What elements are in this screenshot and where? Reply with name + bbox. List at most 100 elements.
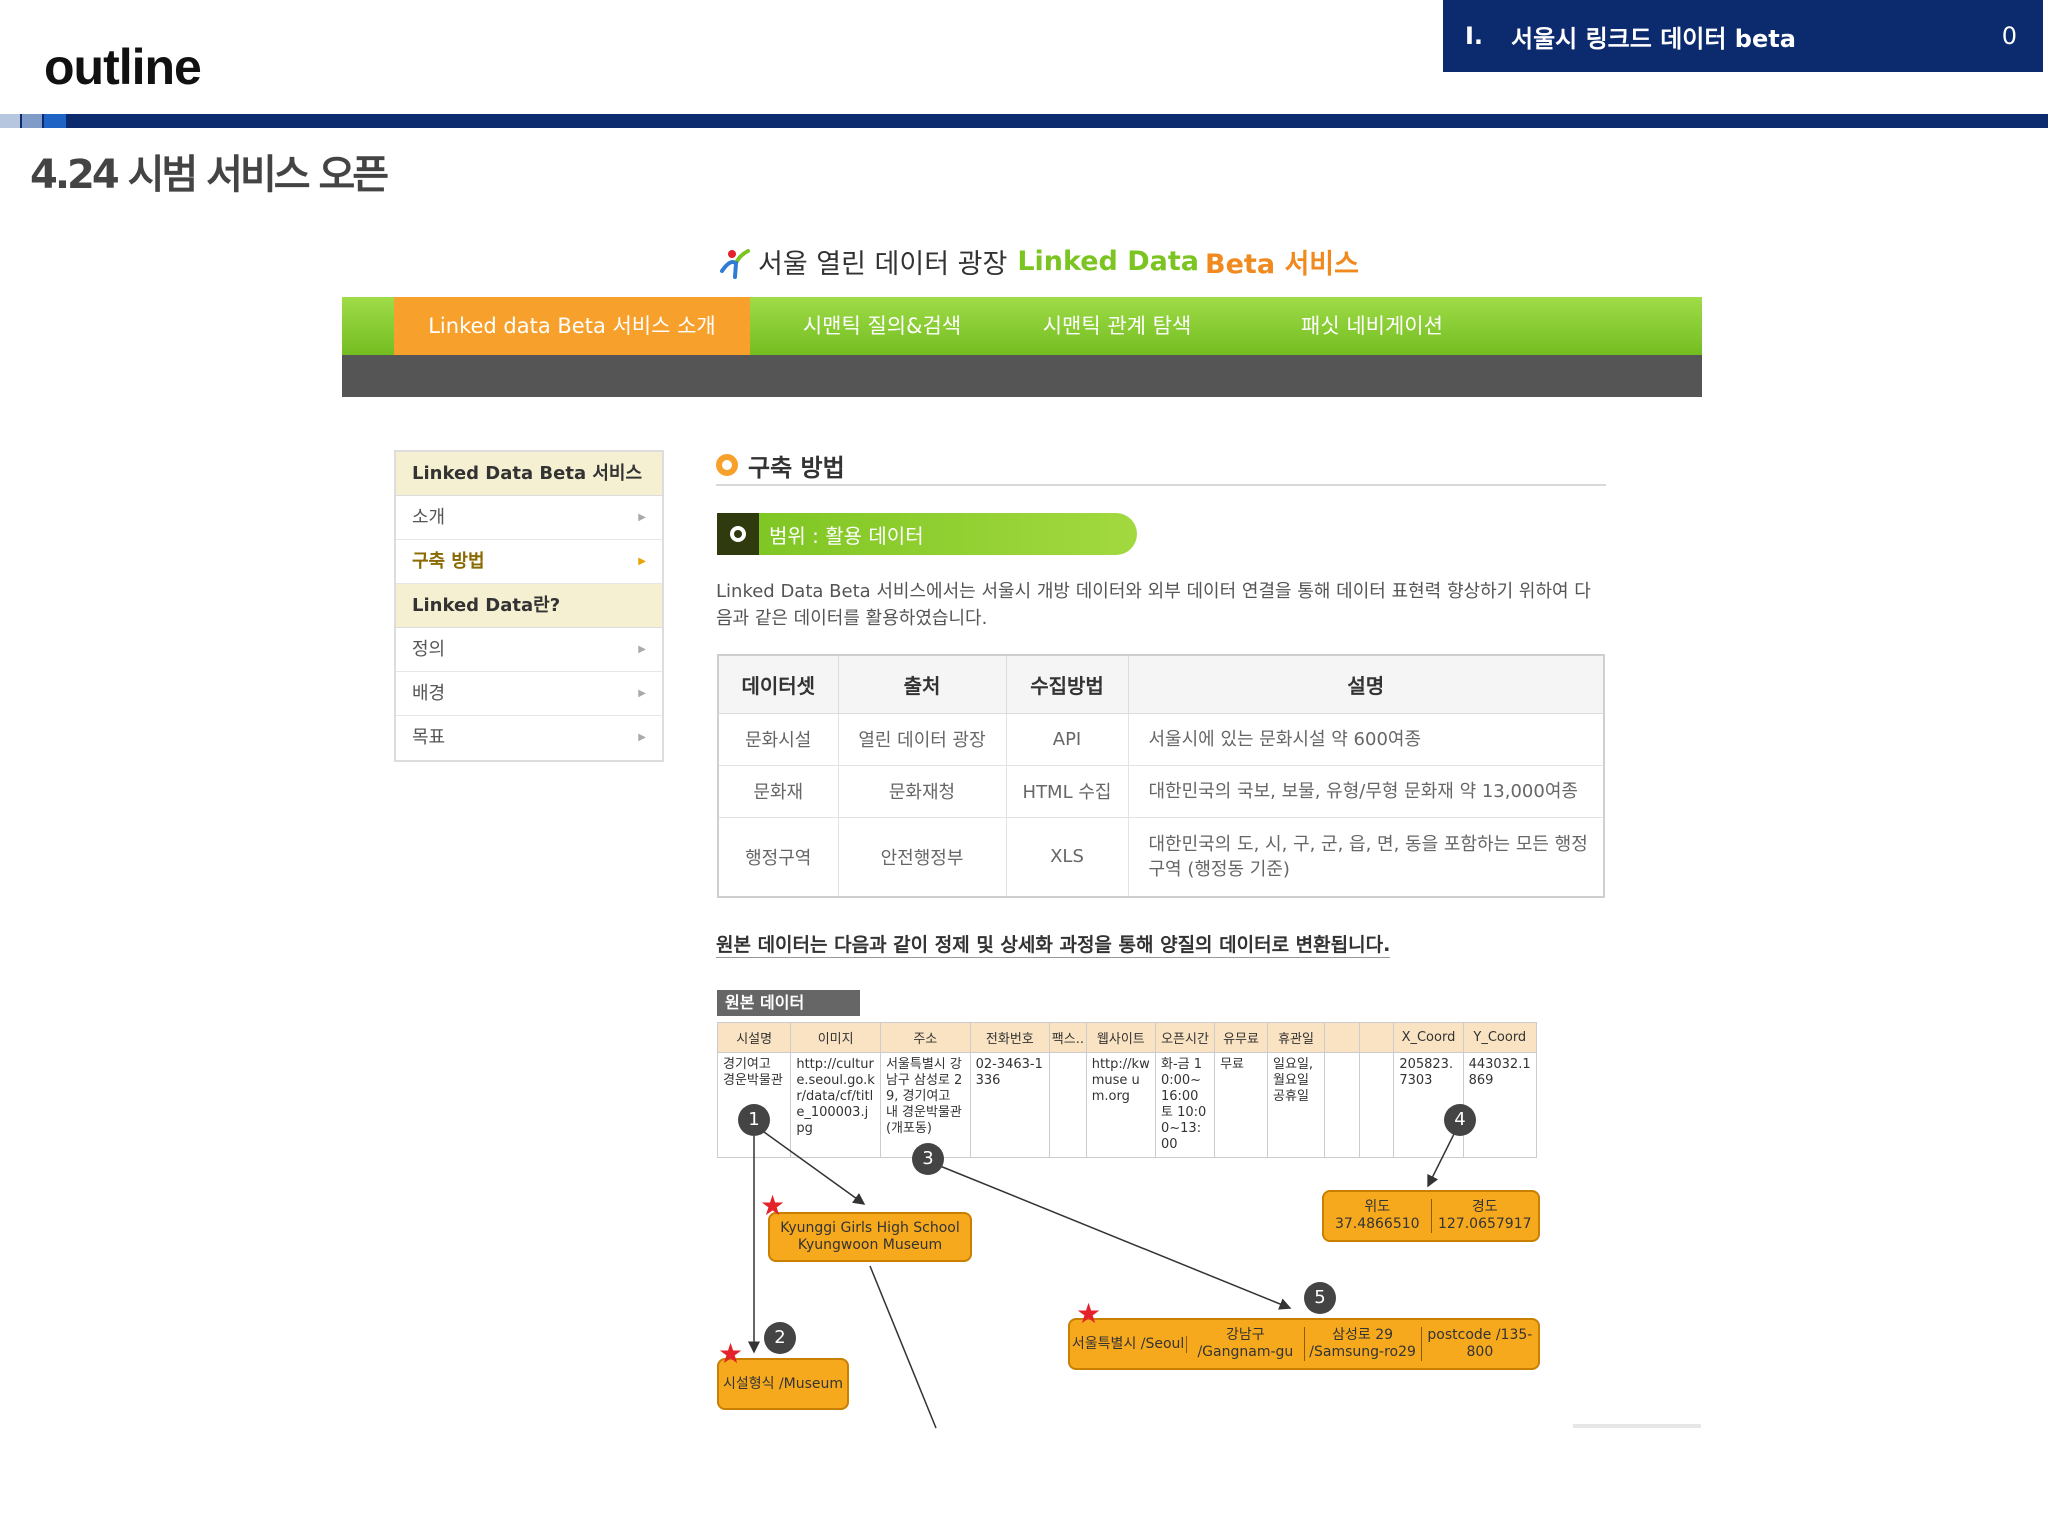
star-icon: ★ (1076, 1297, 1102, 1330)
scroll-indicator (1573, 1424, 1701, 1428)
sidebar: Linked Data Beta 서비스 소개 ▶ 구축 방법 ▶ Linked D… (394, 450, 664, 762)
column-header: 수집방법 (1005, 654, 1129, 714)
column-header: 데이터셋 (717, 654, 839, 714)
table-header-row: 시설명 이미지 주소 전화번호 팩스.. 웹사이트 오픈시간 유무료 휴관일 X… (716, 1022, 1538, 1053)
table-cell: API (1005, 712, 1129, 766)
chapter-number: I. (1465, 22, 1484, 50)
table-cell: 문화재 (717, 764, 839, 818)
slide-title: outline (44, 39, 202, 95)
table-cell: 443032.1869 (1462, 1052, 1538, 1158)
page-number: 0 (2001, 22, 2017, 50)
sidebar-item-build-method[interactable]: 구축 방법 ▶ (396, 540, 662, 584)
column-header: 오픈시간 (1154, 1022, 1216, 1053)
nav-tab-intro[interactable]: Linked data Beta 서비스 소개 (394, 297, 750, 355)
lng-label: 경도 (1471, 1199, 1498, 1215)
sub-nav-bar (342, 355, 1702, 397)
nav-tab-facet-navigation[interactable]: 패싯 네비게이션 (1301, 314, 1443, 338)
sidebar-item-label: 소개 (412, 507, 446, 528)
address-part: 강남구 /Gangnam-gu (1187, 1327, 1305, 1361)
main-nav: Linked data Beta 서비스 소개 시맨틱 질의&검색 시맨틱 관계… (342, 297, 1702, 355)
chevron-right-icon: ▶ (638, 688, 646, 699)
intro-paragraph: Linked Data Beta 서비스에서는 서울시 개방 데이터와 외부 데… (716, 581, 1591, 629)
table-row: 문화시설 열린 데이터 광장 API 서울시에 있는 문화시설 약 600여종 (717, 712, 1605, 766)
table-cell: 문화재청 (837, 764, 1007, 818)
column-header: 시설명 (716, 1022, 792, 1053)
address-part: postcode /135-800 (1427, 1327, 1533, 1360)
chevron-right-icon: ▶ (638, 556, 646, 567)
connector-3-address (939, 1165, 1292, 1310)
circle-bullet-icon (717, 513, 759, 555)
table-cell (1049, 1052, 1087, 1158)
column-header: X_Coord (1393, 1022, 1464, 1053)
content-heading-text: 구축 방법 (748, 453, 845, 482)
sidebar-item-definition[interactable]: 정의▶ (396, 628, 662, 672)
table-cell: 안전행정부 (837, 816, 1007, 898)
site-title-green: Linked Data (1017, 246, 1200, 277)
table-cell: 일요일, 월요일공휴일 (1267, 1052, 1326, 1158)
table-row: 행정구역 안전행정부 XLS 대한민국의 도, 시, 구, 군, 읍, 면, 동… (717, 816, 1605, 898)
table-cell: 무료 (1214, 1052, 1269, 1158)
column-header (1324, 1022, 1360, 1053)
scope-banner-text: 범위 : 활용 데이터 (769, 523, 924, 548)
table-cell: 대한민국의 도, 시, 구, 군, 읍, 면, 동을 포함하는 모든 행정구역 … (1127, 816, 1605, 898)
table-cell (1324, 1052, 1360, 1158)
raw-data-table: 시설명 이미지 주소 전화번호 팩스.. 웹사이트 오픈시간 유무료 휴관일 X… (716, 1022, 1538, 1158)
table-cell: 서울특별시 강남구 삼성로 29, 경기여고 내 경운박물관 (개포동) (879, 1052, 971, 1158)
table-cell: 행정구역 (717, 816, 839, 898)
sidebar-item-intro[interactable]: 소개 ▶ (396, 496, 662, 540)
bar-accent-1 (0, 114, 20, 128)
conversion-note: 원본 데이터는 다음과 같이 정제 및 상세화 과정을 통해 양질의 데이터로 … (716, 930, 1391, 958)
column-header: 설명 (1127, 654, 1605, 714)
sidebar-item-background[interactable]: 배경▶ (396, 672, 662, 716)
step-badge-3: 3 (912, 1143, 944, 1175)
site-title: 서울 열린 데이터 광장 Linked Data Beta 서비스 (718, 242, 1359, 281)
type-node: 시설형식 /Museum (717, 1358, 849, 1410)
seoul-logo-icon (720, 248, 750, 279)
sidebar-group-linked-data-beta[interactable]: Linked Data Beta 서비스 (396, 452, 662, 496)
column-header: 주소 (879, 1022, 971, 1053)
content-heading: 구축 방법 (716, 446, 1606, 486)
sidebar-item-label: 구축 방법 (412, 551, 485, 572)
table-row: 문화재 문화재청 HTML 수집 대한민국의 국보, 보물, 유형/무형 문화재… (717, 764, 1605, 818)
section-title: 4.24 시범 서비스 오픈 (30, 152, 389, 198)
site-title-prefix: 서울 열린 데이터 광장 (758, 249, 1008, 280)
table-cell: XLS (1005, 816, 1129, 898)
sidebar-item-goal[interactable]: 목표 ▶ (396, 716, 662, 760)
chevron-right-icon: ▶ (638, 512, 646, 523)
table-cell: http://culture.seoul.go.kr/data/cf/title… (790, 1052, 881, 1158)
address-part: 삼성로 29 /Samsung-ro29 (1305, 1327, 1422, 1361)
raw-data-label: 원본 데이터 (717, 990, 860, 1016)
chevron-right-icon: ▶ (638, 732, 646, 743)
column-header: 출처 (837, 654, 1007, 714)
address-part: 서울특별시 /Seoul (1070, 1335, 1188, 1353)
nav-tab-semantic-relation[interactable]: 시맨틱 관계 탐색 (1042, 314, 1192, 338)
nav-tab-semantic-search[interactable]: 시맨틱 질의&검색 (802, 314, 962, 338)
table-cell: HTML 수집 (1005, 764, 1129, 818)
sidebar-group-what-is-linked-data[interactable]: Linked Data란? (396, 584, 662, 628)
scope-banner: 범위 : 활용 데이터 (717, 513, 1137, 555)
dataset-table: 데이터셋 출처 수집방법 설명 문화시설 열린 데이터 광장 API 서울시에 … (717, 654, 1605, 898)
address-node: 서울특별시 /Seoul 강남구 /Gangnam-gu 삼성로 29 /Sam… (1068, 1318, 1540, 1370)
table-header-row: 데이터셋 출처 수집방법 설명 (717, 654, 1605, 714)
lng-value: 127.0657917 (1437, 1216, 1532, 1232)
table-cell: http://kwmuse um.org (1085, 1052, 1156, 1158)
column-header: 이미지 (790, 1022, 881, 1053)
sidebar-item-label: 목표 (412, 727, 446, 748)
step-badge-2: 2 (764, 1322, 796, 1354)
table-cell: 열린 데이터 광장 (837, 712, 1007, 766)
bar-accent-2 (22, 114, 42, 128)
column-header: 웹사이트 (1085, 1022, 1156, 1053)
star-icon: ★ (760, 1189, 786, 1222)
column-header: 휴관일 (1267, 1022, 1326, 1053)
step-badge-1: 1 (738, 1104, 770, 1136)
table-cell: 서울시에 있는 문화시설 약 600여종 (1127, 712, 1605, 766)
bar-accent-3 (44, 114, 66, 128)
table-cell: 화-금 10:00~16:00토 10:00~13:00 (1154, 1052, 1216, 1158)
sidebar-item-label: 정의 (412, 639, 446, 660)
column-header (1358, 1022, 1395, 1053)
step-badge-5: 5 (1304, 1282, 1336, 1314)
table-row: 경기여고 경운박물관 http://culture.seoul.go.kr/da… (716, 1052, 1538, 1158)
header-divider-bar (0, 114, 2048, 128)
